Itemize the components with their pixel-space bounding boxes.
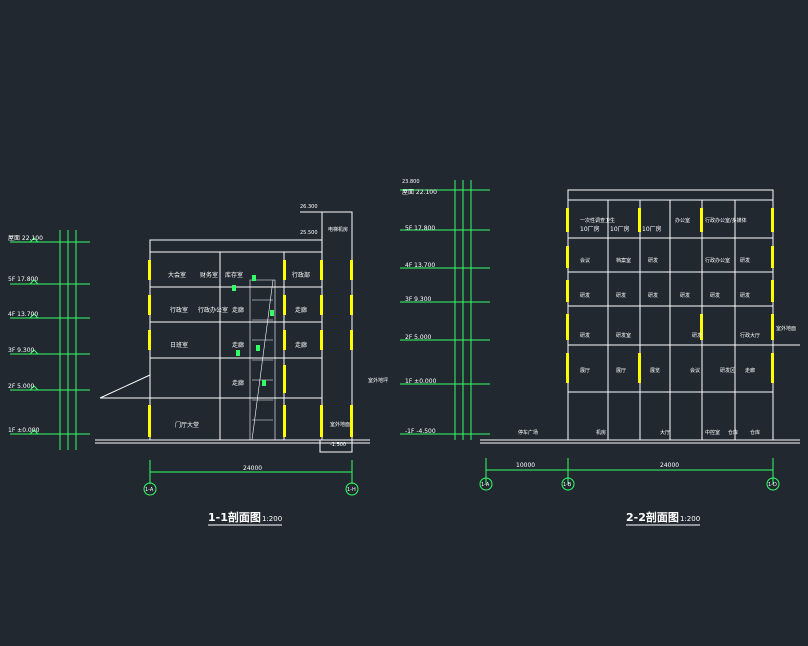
s1-level-4f: 4F 13.700 [8,311,38,318]
section-1-level-scale [10,230,90,450]
section-1-green-marks [232,275,274,386]
s2-dim-left: 10000 [516,462,535,469]
section-2-level-scale [400,180,490,440]
s2-room-28: 机房 [596,429,606,436]
s1-level-5f: 5F 17.800 [8,276,38,283]
s2-room-23: 展览 [650,367,660,374]
s1-room-14: 室外地面 [330,421,350,428]
s2-room-4: 办公室 [675,217,690,224]
section-1-drawing: 屋面 22.100 5F 17.800 4F 13.700 3F 9.300 2… [8,204,388,526]
section-1-title: 1-1剖面图 [208,510,261,524]
s2-room-15: 研发 [710,292,720,299]
s1-room-1: 财务室 [200,271,218,279]
section-2-title: 2-2剖面图 [626,510,679,524]
s2-room-6: 会议 [580,257,590,264]
s2-room-5: 行政办公室/多媒体 [705,217,747,224]
s2-axis-3: 1-D [768,482,777,488]
s1-axis-right: 1-H [347,487,356,493]
s2-room-3: 10厂房 [642,225,662,233]
s1-room-8: 走廊 [232,341,244,349]
s2-room-20: 行政大厅 [740,332,760,339]
s1-top-level-2: 25.500 [300,230,318,236]
s2-room-17: 研发 [580,332,590,339]
s2-level-5f: 5F 17.800 [405,225,435,232]
s2-room-0: 一次性调查卫生 [580,217,615,224]
s1-room-0: 大会室 [168,271,186,279]
section-1-building [95,211,370,453]
s2-level-roof: 屋面 22.100 [402,189,437,196]
section-1-columns [148,260,353,437]
s2-room-24: 会议 [690,367,700,374]
s2-top-level: 23.800 [402,179,420,185]
s2-room-9: 行政办公室 [705,257,730,264]
section-1-dimension [143,460,359,496]
s2-room-10: 研发 [740,257,750,264]
s2-room-2: 10厂房 [610,225,630,233]
s2-dim-right: 24000 [660,462,679,469]
section-2-drawing: 23.800 屋面 22.100 5F 17.800 4F 13.700 3F … [400,179,800,526]
s2-room-21: 展厅 [580,368,590,374]
s2-room-22: 展厅 [616,368,626,374]
s1-level-2f: 2F 5.000 [8,383,35,390]
s1-top-level-1: 26.300 [300,204,318,210]
s2-room-1: 10厂房 [580,225,600,233]
s2-room-14: 研发 [680,292,690,299]
s2-room-31: 仓库 [728,429,738,436]
s1-room-9: 走廊 [295,306,307,314]
s2-room-32: 仓库 [750,429,760,436]
s1-ground-level: -1.500 [330,442,346,448]
section-1-scale: 1:200 [262,515,282,523]
s1-axis-left: 1-A [145,487,154,493]
s2-level-1f: 1F ±0.000 [405,378,437,385]
s1-room-6: 行政室 [170,306,188,314]
s1-room-10: 走廊 [295,341,307,349]
s1-room-7: 日班室 [170,341,188,349]
s2-axis-2: 1-B [563,482,572,488]
s2-room-27: 停车广场 [518,429,538,436]
s2-level-3f: 3F 9.300 [405,296,432,303]
s2-outdoor-label: 室外地面 [776,325,796,332]
s1-total-dim: 24000 [243,465,262,472]
section-2-dimension [479,458,780,491]
s1-level-3f: 3F 9.300 [8,347,35,354]
s1-room-12: 门厅大堂 [175,421,199,429]
section-2-building [480,189,800,444]
s1-room-11: 走廊 [232,379,244,387]
s1-room-2: 库存室 [225,271,243,279]
s2-room-29: 大厅 [660,429,670,436]
s2-room-7: 档案室 [616,257,631,264]
s2-room-25: 研发区 [720,367,735,374]
s1-room-4: 行政办公室 [198,306,228,314]
s2-room-8: 研发 [648,257,658,264]
s1-room-3: 行政部 [292,271,310,279]
s2-level-b1: -1F -4.500 [405,428,436,435]
s1-level-roof: 屋面 22.100 [8,235,43,242]
section-2-scale: 1:200 [680,515,700,523]
s2-axis-1: 1-A [481,482,490,488]
section-1-stair [249,279,276,441]
s2-room-13: 研发 [648,292,658,299]
s2-room-26: 走廊 [745,367,755,374]
s2-room-30: 中控室 [705,429,720,436]
s1-room-5: 走廊 [232,306,244,314]
section-2-columns [566,208,774,383]
s1-level-1f: 1F ±0.000 [8,427,40,434]
s2-room-18: 研发室 [616,332,631,339]
s2-room-19: 研发 [692,332,702,339]
s1-room-13: 电梯机房 [328,226,348,233]
s2-room-16: 研发 [740,292,750,299]
s1-outdoor-label: 室外地坪 [368,377,388,384]
s2-room-12: 研发 [616,292,626,299]
s2-room-11: 研发 [580,292,590,299]
s2-level-4f: 4F 13.700 [405,262,435,269]
s2-level-2f: 2F 5.000 [405,334,432,341]
